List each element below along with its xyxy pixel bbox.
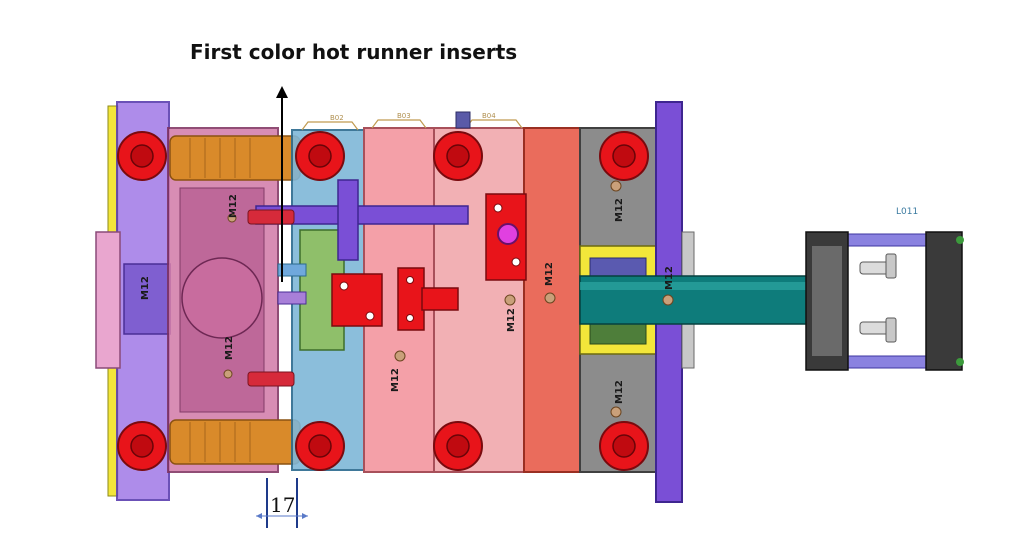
bolt-head xyxy=(433,131,483,181)
top-connector xyxy=(455,111,471,129)
bolt-head xyxy=(599,421,649,471)
cylinder-end-cap-left xyxy=(812,246,842,356)
bolt-label: M12 xyxy=(614,380,625,404)
bolt-head xyxy=(295,131,345,181)
diagram-title: First color hot runner inserts xyxy=(190,40,518,64)
bolt-label: M12 xyxy=(228,194,239,218)
green-nut xyxy=(956,236,964,244)
bolt-head xyxy=(295,421,345,471)
green-nut xyxy=(956,358,964,366)
clamp-block-1 xyxy=(331,273,383,327)
plate-label-b04: B04 xyxy=(482,112,496,120)
pink-port xyxy=(497,223,519,245)
bolt-label: M12 xyxy=(544,262,555,286)
plate-tab-b04 xyxy=(465,119,523,129)
plate-tab-b02 xyxy=(301,121,359,131)
cylinder-end-right xyxy=(925,231,963,371)
bolt-head xyxy=(433,421,483,471)
annotation-arrow-head xyxy=(276,86,288,98)
locating-ring xyxy=(95,231,121,369)
ejector-block-top xyxy=(589,257,647,279)
corner-bolts xyxy=(117,131,649,471)
fitting-elbow-top xyxy=(885,253,897,279)
manifold-hub xyxy=(181,257,263,339)
bolt-head xyxy=(599,131,649,181)
bolt-head xyxy=(117,421,167,471)
bolt-label: M12 xyxy=(506,308,517,332)
cylinder-tie-rod-top xyxy=(839,233,931,247)
nozzle-top xyxy=(277,263,307,277)
ejector-cylinder-assembly: L011 xyxy=(805,207,964,371)
fitting-elbow-bottom xyxy=(885,317,897,343)
clamp-bolt-holes xyxy=(339,203,521,322)
plate-label-b02: B02 xyxy=(330,114,344,122)
sprue-riser xyxy=(337,179,359,261)
sprue-block xyxy=(123,263,171,335)
plate-tab-b03 xyxy=(371,119,427,129)
ejector-block-bottom xyxy=(589,323,647,345)
dimension-marker: 17 xyxy=(256,478,308,528)
dimension-value: 17 xyxy=(270,493,295,517)
plate-bolt-holes xyxy=(223,180,674,418)
part-label: L011 xyxy=(896,207,918,217)
nozzle-bottom xyxy=(277,291,307,305)
bolt-label: M12 xyxy=(390,368,401,392)
bolt-head xyxy=(117,131,167,181)
ejector-rod-highlight xyxy=(580,282,810,290)
plate-label-b03: B03 xyxy=(397,112,411,120)
red-heater-bottom xyxy=(247,371,295,387)
red-heater-top xyxy=(247,209,295,225)
bolt-labels: M12 M12 M12 M12 M12 M12 M12 M12 M12 xyxy=(140,194,675,404)
bolt-label: M12 xyxy=(224,336,235,360)
clamp-block-3 xyxy=(421,287,459,311)
cylinder-tie-rod-bottom xyxy=(839,355,931,369)
bolt-label: M12 xyxy=(140,276,151,300)
pillar-ribs xyxy=(189,138,251,462)
bolt-label: M12 xyxy=(614,198,625,222)
bolt-label: M12 xyxy=(664,266,675,290)
